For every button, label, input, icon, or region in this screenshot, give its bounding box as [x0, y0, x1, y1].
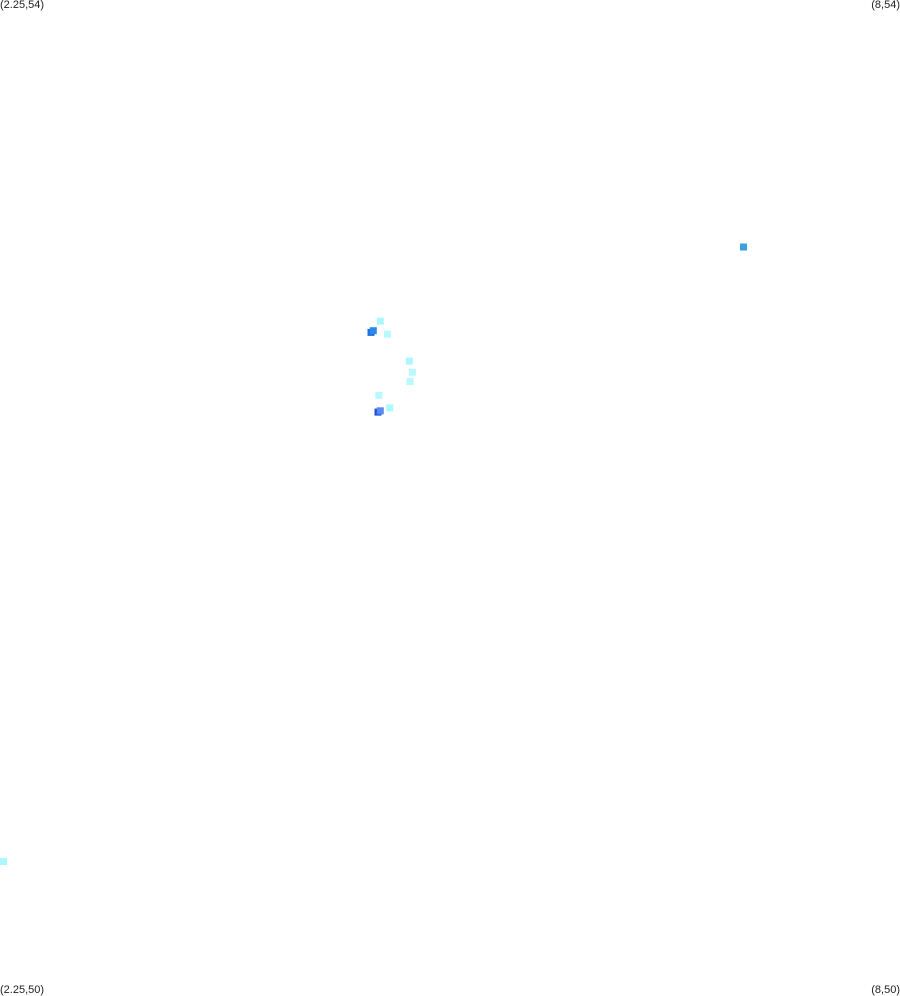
heatmap-cell-5 [405, 357, 413, 365]
heatmap-cell-4 [383, 330, 391, 338]
heatmap-cell-3 [369, 327, 377, 335]
corner-label-top-left: (2.25,54) [0, 0, 45, 11]
heatmap-cell-1 [376, 317, 384, 325]
heatmap-cell-12 [0, 858, 7, 865]
heatmap-cell-6 [408, 368, 416, 376]
corner-label-bottom-right: (8,50) [871, 984, 900, 996]
heatmap-cell-0 [740, 243, 747, 251]
corner-label-bottom-left: (2.25,50) [0, 984, 45, 996]
heatmap-cell-8 [375, 391, 383, 399]
heatmap-cell-7 [406, 378, 414, 385]
heatmap-cell-10 [376, 407, 384, 415]
heatmap-cell-11 [386, 404, 394, 412]
corner-label-top-right: (8,54) [871, 0, 900, 11]
